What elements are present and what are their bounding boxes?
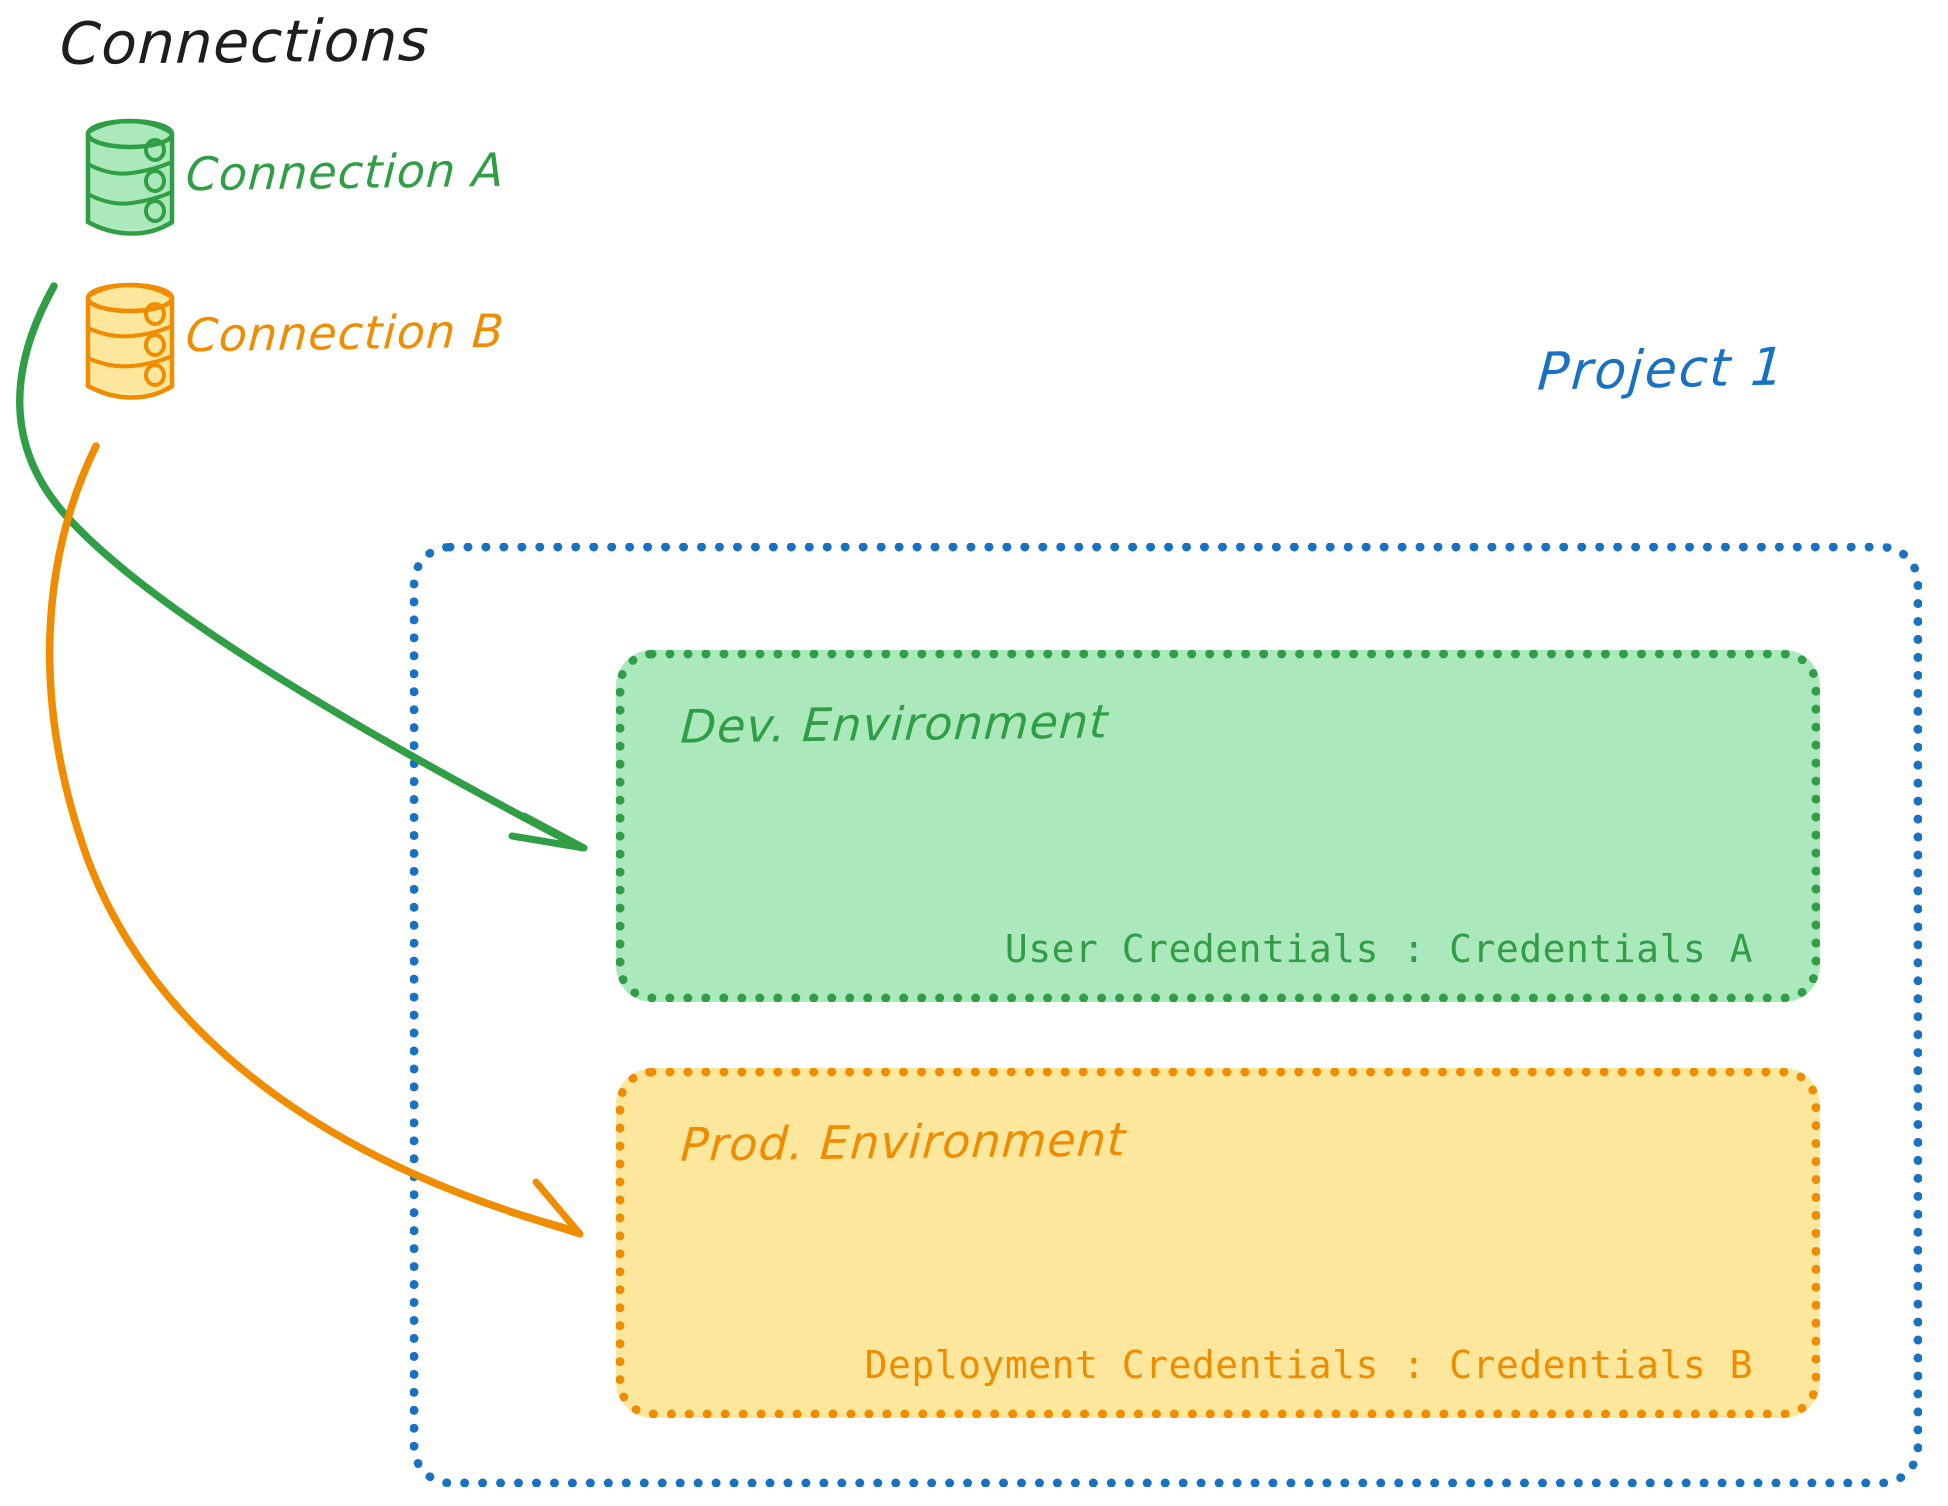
database-cylinder-icon-connection-a[interactable] — [78, 118, 182, 242]
page-title: Connections — [58, 6, 431, 78]
database-cylinder-icon-connection-b[interactable] — [78, 282, 182, 406]
project-title: Project 1 — [1535, 337, 1788, 403]
connection-b-label: Connection B — [184, 303, 507, 363]
connection-a-label: Connection A — [184, 142, 507, 202]
dev-environment-box[interactable]: Dev. Environment User Credentials : Cred… — [616, 650, 1820, 1002]
prod-environment-credentials: Deployment Credentials : Credentials B — [864, 1343, 1753, 1387]
prod-environment-box[interactable]: Prod. Environment Deployment Credentials… — [616, 1068, 1820, 1418]
prod-environment-title: Prod. Environment — [679, 1112, 1128, 1172]
dev-environment-credentials: User Credentials : Credentials A — [1004, 927, 1753, 971]
dev-environment-title: Dev. Environment — [679, 694, 1110, 754]
